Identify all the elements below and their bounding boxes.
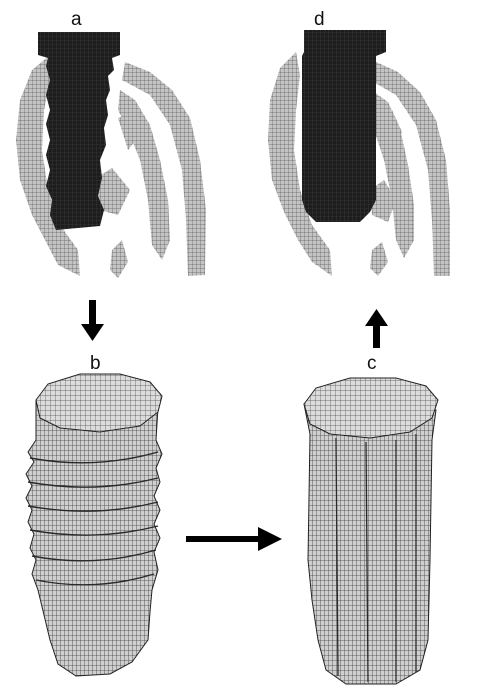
panel-b-implant-side (26, 400, 162, 676)
arrow-a-to-b (81, 300, 104, 341)
panel-c-straight-implant (304, 378, 438, 684)
panel-b-implant-top (36, 374, 162, 432)
panel-d-trabecula-3 (370, 242, 388, 276)
panel-a-trabecula-3 (110, 240, 128, 278)
panel-d-implant (302, 30, 386, 222)
panel-b-threaded-implant (26, 374, 162, 676)
arrow-b-to-c (186, 527, 282, 551)
panel-a-bone-section (16, 32, 206, 278)
panel-d-bone-section (268, 30, 450, 276)
arrow-c-to-d (365, 309, 388, 348)
